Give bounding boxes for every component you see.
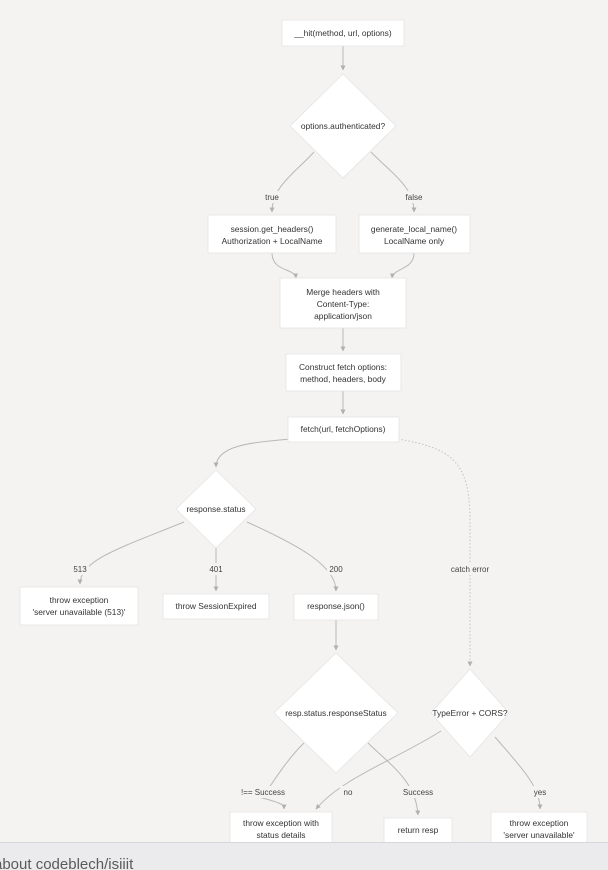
edge-auth-local xyxy=(370,151,417,213)
node-throwunavail-line1: throw exception xyxy=(510,818,569,828)
node-typeerror-decision: TypeError + CORS? xyxy=(430,668,510,758)
node-throwdetails: throw exception with status details xyxy=(229,811,333,842)
node-status-label: response.status xyxy=(186,504,245,514)
node-expired: throw SessionExpired xyxy=(162,593,270,620)
node-construct-line2: method, headers, body xyxy=(300,374,386,384)
node-local-line1: generate_local_name() xyxy=(371,224,457,234)
node-typeerror-label: TypeError + CORS? xyxy=(432,708,508,718)
edge-typeerror-throwdetails xyxy=(315,730,442,810)
node-hit: __hit(method, url, options) xyxy=(281,19,405,47)
node-returnresp-label: return resp xyxy=(398,825,439,835)
footer-text: about codeblech/isiiit xyxy=(0,856,134,870)
node-auth-label: options.authenticated? xyxy=(301,121,386,131)
edge-label-catch-error: catch error xyxy=(451,565,490,574)
node-json: response.json() xyxy=(293,593,379,621)
edge-respstatus-returnresp xyxy=(367,742,421,816)
node-throwdetails-line2: status details xyxy=(257,830,306,840)
edge-fetch-status xyxy=(213,438,293,468)
node-merge-line1: Merge headers with xyxy=(306,287,380,297)
edge-labels: true false 513 401 200 catch error !== S… xyxy=(71,191,550,798)
edge-label-not-success: !== Success xyxy=(241,788,285,797)
node-throw513-line1: throw exception xyxy=(50,595,109,605)
node-fetch: fetch(url, fetchOptions) xyxy=(287,416,400,443)
node-json-label: response.json() xyxy=(307,601,365,611)
footer-bar: about codeblech/isiiit xyxy=(0,842,608,870)
node-throwunavail: throw exception 'server unavailable' xyxy=(490,811,588,842)
node-session: session.get_headers() Authorization + Lo… xyxy=(207,214,337,254)
node-throw513-line2: 'server unavailable (513)' xyxy=(32,607,125,617)
edge-auth-session xyxy=(269,151,315,213)
node-session-line1: session.get_headers() xyxy=(231,224,314,234)
node-respstatus-label: resp.status.responseStatus xyxy=(285,708,387,718)
node-construct-line1: Construct fetch options: xyxy=(299,362,387,372)
flowchart-canvas: true false 513 401 200 catch error !== S… xyxy=(19,19,588,842)
node-status-decision: response.status xyxy=(175,469,257,549)
edge-session-merge xyxy=(271,252,299,279)
node-construct: Construct fetch options: method, headers… xyxy=(285,353,402,392)
edge-local-merge xyxy=(389,252,415,279)
node-expired-label: throw SessionExpired xyxy=(176,601,257,611)
edge-label-401: 401 xyxy=(209,565,223,574)
edge-label-513: 513 xyxy=(73,565,87,574)
node-throwunavail-line2: 'server unavailable' xyxy=(503,830,575,840)
edge-status-json xyxy=(246,521,339,592)
edge-label-success: Success xyxy=(403,788,433,797)
node-merge-line2: Content-Type: xyxy=(317,299,370,309)
node-local-line2: LocalName only xyxy=(384,236,445,246)
node-session-line2: Authorization + LocalName xyxy=(222,236,323,246)
node-respstatus-decision: resp.status.responseStatus xyxy=(273,652,399,774)
edge-respstatus-throwdetails xyxy=(261,742,305,810)
node-merge-line3: application/json xyxy=(314,311,372,321)
node-throwdetails-line1: throw exception with xyxy=(243,818,319,828)
edge-label-true: true xyxy=(265,193,279,202)
edge-label-no: no xyxy=(344,788,353,797)
node-local: generate_local_name() LocalName only xyxy=(358,214,471,254)
edge-label-200: 200 xyxy=(329,565,343,574)
node-merge: Merge headers with Content-Type: applica… xyxy=(279,277,407,329)
edge-typeerror-throwunavail xyxy=(494,736,543,810)
edge-fetch-typeerror xyxy=(397,438,473,667)
edge-label-yes: yes xyxy=(534,788,546,797)
node-fetch-label: fetch(url, fetchOptions) xyxy=(301,424,386,434)
edge-status-throw513 xyxy=(77,521,185,585)
node-auth-decision: options.authenticated? xyxy=(289,73,397,179)
node-hit-label: __hit(method, url, options) xyxy=(293,28,392,38)
edge-label-false: false xyxy=(406,193,423,202)
node-returnresp: return resp xyxy=(383,817,453,842)
node-throw513: throw exception 'server unavailable (513… xyxy=(19,586,139,626)
